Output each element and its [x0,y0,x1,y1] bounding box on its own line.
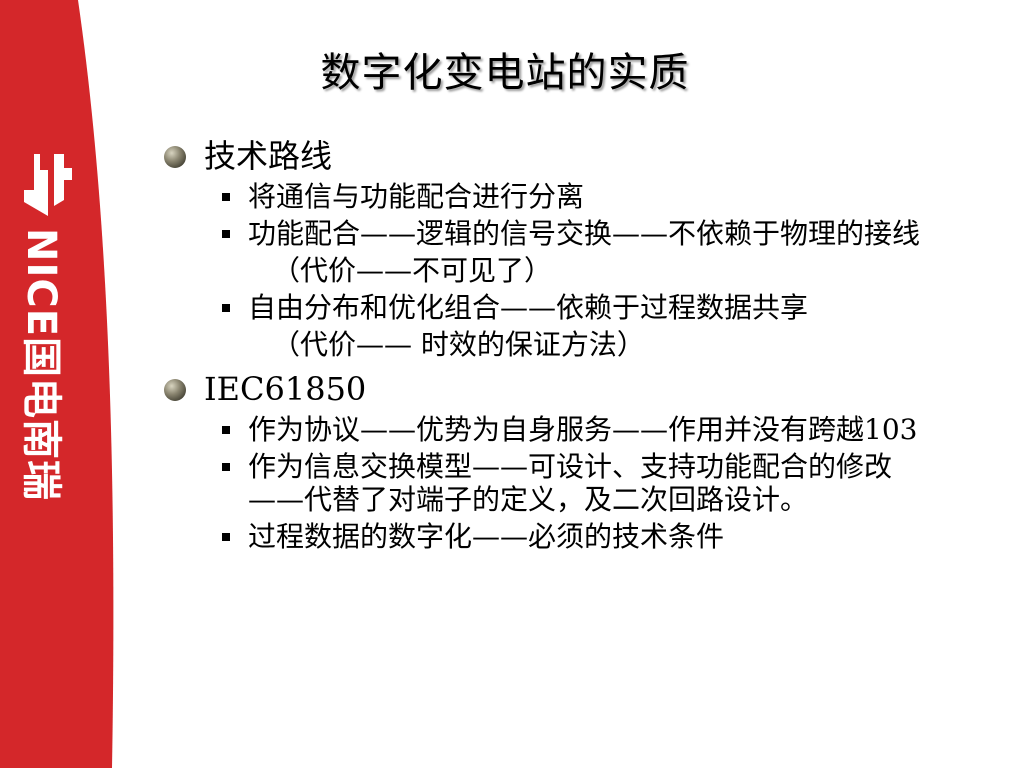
section-heading-tech-route: 技术路线 [164,136,944,176]
square-bullet-icon [222,426,230,434]
cost-note: （代价——不可见了） [272,254,553,287]
list-item: 过程数据的数字化——必须的技术条件 [164,520,944,553]
slide-content: 技术路线 将通信与功能配合进行分离 功能配合——逻辑的信号交换——不依赖于物理的… [164,132,944,553]
ball-bullet-icon [164,146,186,168]
list-item: 功能配合——逻辑的信号交换——不依赖于物理的接线 [164,217,944,250]
cost-note: （代价—— 时效的保证方法） [272,328,645,361]
list-item: 将通信与功能配合进行分离 [164,180,944,213]
list-item: 作为协议——优势为自身服务——作用并没有跨越103 [164,413,944,446]
ball-bullet-icon [164,379,186,401]
list-item: 作为信息交换模型——可设计、支持功能配合的修改——代替了对端子的定义，及二次回路… [164,450,944,516]
square-bullet-icon [222,463,230,471]
slide-title: 数字化变电站的实质 [320,50,690,96]
logo-text: NICE国电南瑞 [18,228,64,502]
square-bullet-icon [222,533,230,541]
section-heading-iec61850: IEC61850 [164,369,944,409]
logo-mark-icon [24,154,72,216]
list-item: 自由分布和优化组合——依赖于过程数据共享 [164,291,944,324]
company-logo: NICE国电南瑞 [12,150,82,501]
square-bullet-icon [222,193,230,201]
square-bullet-icon [222,304,230,312]
square-bullet-icon [222,230,230,238]
